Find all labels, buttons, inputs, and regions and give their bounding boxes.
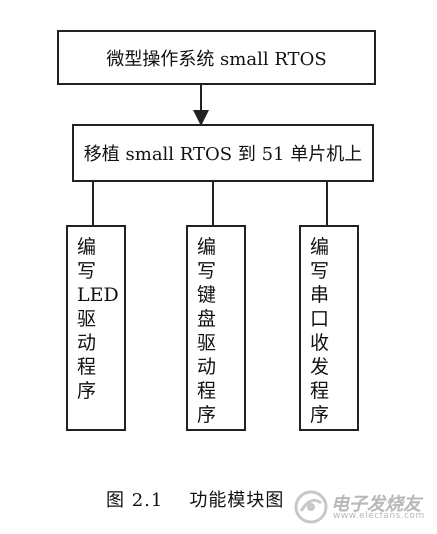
os-box-label: 微型操作系统 small RTOS bbox=[106, 49, 327, 70]
watermark: 电子发烧友 www.elecfans.com bbox=[293, 487, 425, 527]
figure-title: 功能模块图 bbox=[189, 490, 285, 511]
serial-driver-box: 编 写 串 口 收 发 程 序 bbox=[299, 225, 359, 431]
porting-box-label: 移植 small RTOS 到 51 单片机上 bbox=[83, 144, 363, 165]
porting-box: 移植 small RTOS 到 51 单片机上 bbox=[72, 124, 374, 182]
serial-driver-label: 编 写 串 口 收 发 程 序 bbox=[310, 236, 330, 426]
led-driver-label: 编 写 LED 驱 动 程 序 bbox=[77, 236, 119, 402]
figure-caption: 图 2.1 功能模块图 bbox=[106, 486, 284, 512]
led-driver-box: 编 写 LED 驱 动 程 序 bbox=[66, 225, 126, 431]
watermark-url: www.elecfans.com bbox=[333, 511, 425, 521]
figure-number: 图 2.1 bbox=[106, 490, 164, 511]
watermark-logo-icon bbox=[294, 490, 328, 524]
keyboard-driver-box: 编 写 键 盘 驱 动 程 序 bbox=[186, 225, 246, 431]
keyboard-driver-label: 编 写 键 盘 驱 动 程 序 bbox=[197, 236, 217, 426]
os-box: 微型操作系统 small RTOS bbox=[57, 30, 376, 85]
watermark-text: 电子发烧友 bbox=[331, 494, 421, 515]
